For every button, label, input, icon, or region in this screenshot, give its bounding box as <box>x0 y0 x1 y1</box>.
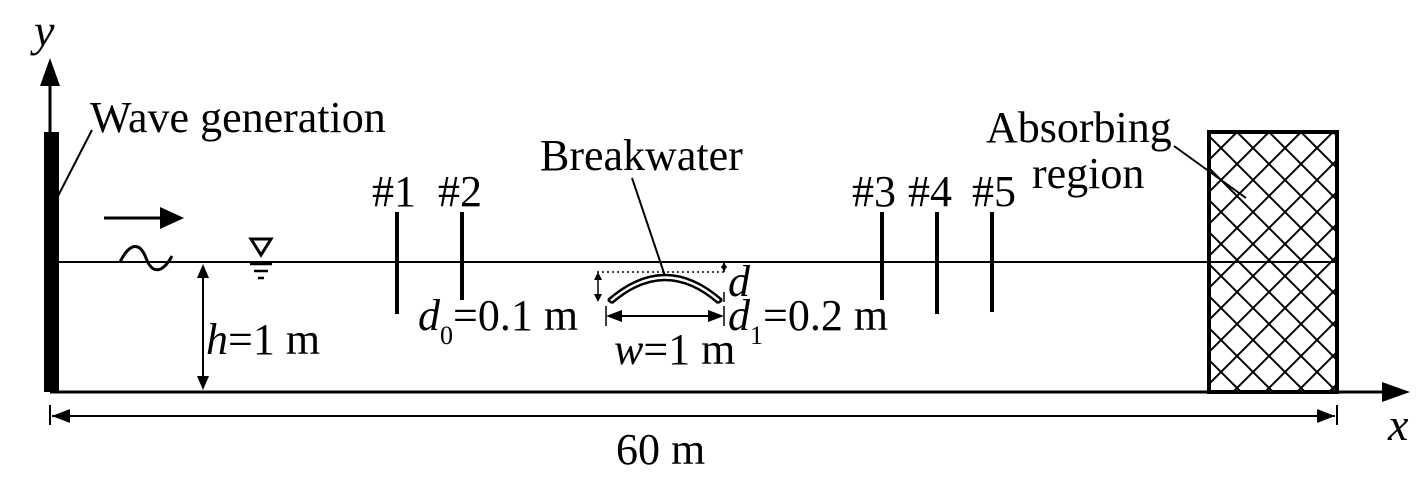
submergence-label: d <box>728 257 751 306</box>
hatch-line <box>1332 132 1337 138</box>
x-axis-label: x <box>1387 399 1409 450</box>
hatch-line <box>1209 132 1270 194</box>
wave-symbol <box>118 245 174 272</box>
d0-label: d0=0.1 m <box>418 291 578 350</box>
hatch-line <box>1264 318 1337 392</box>
hatch-line <box>1232 286 1337 392</box>
hatch-line <box>1209 132 1334 258</box>
hatch-line <box>1209 158 1337 290</box>
gauge-5-label: #5 <box>972 167 1016 216</box>
hatch-line <box>1209 198 1337 330</box>
breakwater-label: Breakwater <box>540 131 743 180</box>
gauge-2-label: #2 <box>438 167 482 216</box>
wave-direction-arrow <box>104 207 184 229</box>
absorbing-label-line1: Absorbing <box>986 103 1172 152</box>
hatch-line <box>1209 230 1337 362</box>
length-dimension <box>49 405 1338 425</box>
wave-generation-label: Wave generation <box>90 93 386 142</box>
width-dimension <box>605 306 725 326</box>
d1-label: d1=0.2 m <box>728 291 888 350</box>
absorbing-label-line2: region <box>1032 149 1144 198</box>
hatch-line <box>1209 262 1337 392</box>
y-axis-label: y <box>30 5 55 56</box>
hatch-line <box>1268 132 1337 202</box>
gauge-4-label: #4 <box>908 167 952 216</box>
width-label: w=1 m <box>614 325 735 374</box>
hatch-line <box>1209 326 1274 392</box>
hatch-line <box>1209 132 1302 226</box>
breakwater-arc <box>607 273 723 304</box>
hatch-line <box>1209 254 1337 386</box>
absorbing-leader <box>1173 145 1247 199</box>
depth-dimension <box>197 264 209 390</box>
length-label: 60 m <box>616 425 705 474</box>
water-surface-icon <box>248 237 274 280</box>
depth-label: h=1 m <box>206 315 320 364</box>
submergence-dimension <box>594 262 727 302</box>
x-axis <box>50 382 1410 402</box>
hatch-line <box>1365 132 1418 392</box>
hatch-line <box>1397 132 1418 392</box>
hatch-line <box>1328 382 1337 392</box>
hatch-line <box>1236 132 1337 234</box>
hatch-line <box>1209 222 1337 354</box>
gauge-1-label: #1 <box>372 167 416 216</box>
wave-generation-leader <box>57 129 93 197</box>
wave-paddle <box>44 132 59 392</box>
absorbing-region <box>1207 130 1339 394</box>
breakwater-leader <box>631 177 666 277</box>
hatch-line <box>1209 294 1306 392</box>
hatch-line <box>1209 166 1337 298</box>
gauge-3-label: #3 <box>852 167 896 216</box>
hatch-line <box>1209 190 1337 322</box>
